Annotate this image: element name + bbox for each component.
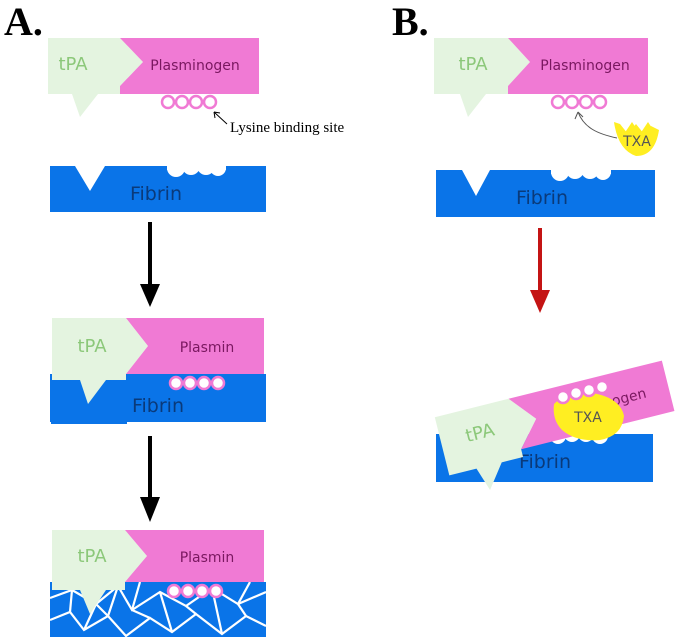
plasmin-shape <box>125 530 264 582</box>
fibrin-label: Fibrin <box>516 187 568 209</box>
fibrin-shape <box>436 170 655 217</box>
annotation-arrowhead <box>213 111 221 119</box>
plasminogen-shape <box>120 38 259 94</box>
plasminogen-shape <box>508 38 648 94</box>
fibrin-label: Fibrin <box>132 395 184 417</box>
tpa-shape <box>52 318 148 404</box>
fibrin-label: Fibrin <box>519 451 571 473</box>
lysine-binding-site <box>555 379 610 405</box>
lysine-binding-site <box>166 583 224 599</box>
arrow-down-a2 <box>140 436 160 522</box>
txa-molecule-body <box>614 122 659 156</box>
panel-a-step3: tPA Plasmin <box>50 530 266 637</box>
tpa-shape <box>434 398 537 490</box>
annotation-pointer <box>213 111 228 125</box>
panel-b-step2: tPA Plasminogen TXA <box>434 360 675 490</box>
plasmin-shape <box>126 318 264 374</box>
lysine-binding-site <box>160 94 218 110</box>
lysine-binding-site <box>168 375 226 391</box>
fibrin-binding-bumps <box>551 161 611 181</box>
lysine-binding-site-label: Lysine binding site <box>230 120 345 136</box>
arrow-down-a1 <box>140 222 160 307</box>
plasminogen-label: Plasminogen <box>540 58 630 74</box>
txa-binding-pointer <box>577 111 618 139</box>
tpa-label: tPA <box>77 546 107 567</box>
tpa-label: tPA <box>58 54 88 75</box>
panel-a-step1: tPA Plasminogen Lysine binding site <box>48 38 345 136</box>
tpa-label: tPA <box>458 54 488 75</box>
panel-a-fibrin-1: Fibrin <box>50 157 266 212</box>
panel-a-label: A. <box>4 0 43 44</box>
txa-molecule <box>553 392 624 441</box>
panel-b-fibrin-1: Fibrin <box>436 161 655 217</box>
arrow-down-b <box>530 228 550 313</box>
panel-a-step2: tPA Plasmin Fibrin <box>50 318 266 424</box>
panel-b-step1: tPA Plasminogen TXA <box>434 38 659 156</box>
txa-label: TXA <box>622 134 651 150</box>
plasminogen-label: Plasminogen <box>150 58 240 74</box>
tpa-shape <box>48 38 143 117</box>
tpa-shape <box>52 530 147 614</box>
tpa-shape <box>434 38 530 117</box>
fibrin-label: Fibrin <box>130 183 182 205</box>
tpa-label: tPA <box>77 336 107 357</box>
plasmin-label: Plasmin <box>180 340 235 356</box>
fibrin-shape <box>50 166 266 212</box>
fibrin-binding-bumps <box>167 157 226 177</box>
panel-b-label: B. <box>392 0 429 44</box>
txa-label: TXA <box>573 410 602 426</box>
lysine-binding-site <box>550 94 608 110</box>
txa-binding-arrowhead <box>574 111 584 120</box>
plasmin-label: Plasmin <box>180 550 235 566</box>
